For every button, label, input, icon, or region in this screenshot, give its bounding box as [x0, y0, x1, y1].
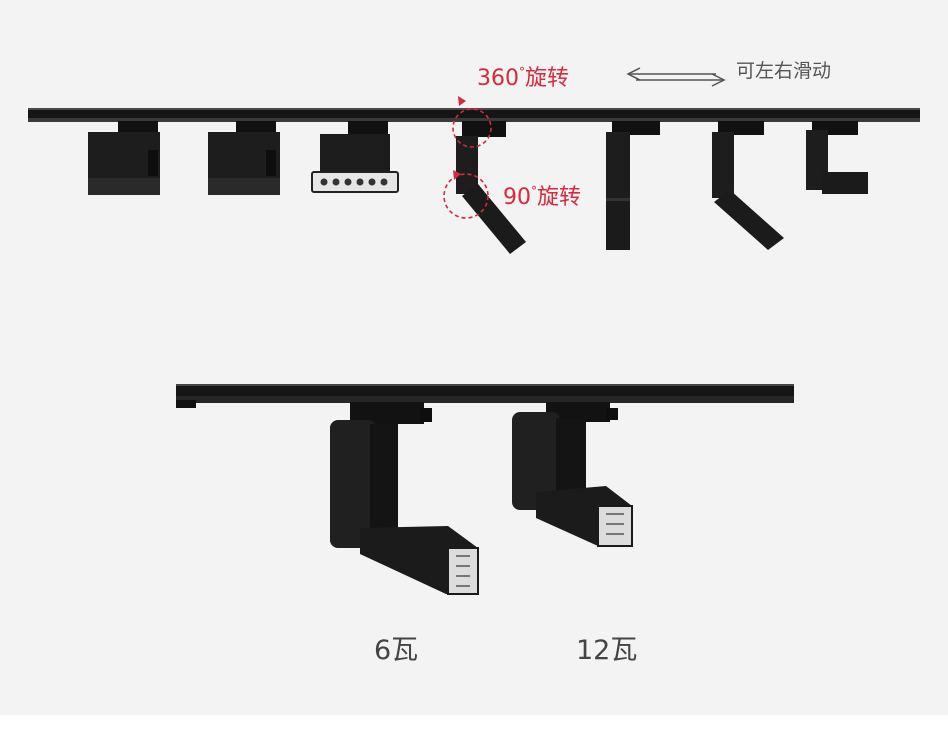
fixture-angled — [712, 121, 784, 250]
rotate-360-text: 旋转 — [525, 66, 570, 91]
rotate-360-degree: ° — [519, 65, 525, 79]
rotate-90-number: 90 — [503, 185, 531, 210]
top-track-rail — [28, 108, 920, 122]
rotate-360-label: 360°旋转 — [477, 65, 570, 91]
fixture-tilted-annotated — [456, 121, 526, 254]
fixture-folded-1 — [88, 121, 160, 195]
caption-6w: 6瓦 — [374, 635, 419, 666]
fixture-horizontal — [806, 121, 868, 194]
fixture-6w — [330, 402, 479, 595]
caption-12w: 12瓦 — [576, 635, 638, 666]
slide-double-arrow-icon — [626, 67, 726, 87]
rotation-360-marker — [452, 108, 492, 148]
bottom-track-rail — [176, 384, 794, 408]
rotate-90-label: 90°旋转 — [503, 184, 582, 210]
rotate-360-number: 360 — [477, 66, 519, 91]
rotation-360-arrow-icon — [458, 96, 466, 106]
fixture-folded-2 — [208, 121, 280, 195]
rotate-90-degree: ° — [531, 184, 537, 198]
slide-label: 可左右滑动 — [736, 60, 832, 82]
fixture-12w — [512, 402, 633, 547]
rotation-90-marker — [443, 173, 489, 219]
fixture-led-face — [311, 121, 399, 193]
rotation-90-arrow-icon — [453, 170, 461, 180]
rotate-90-text: 旋转 — [537, 185, 582, 210]
fixture-straight — [606, 121, 660, 250]
